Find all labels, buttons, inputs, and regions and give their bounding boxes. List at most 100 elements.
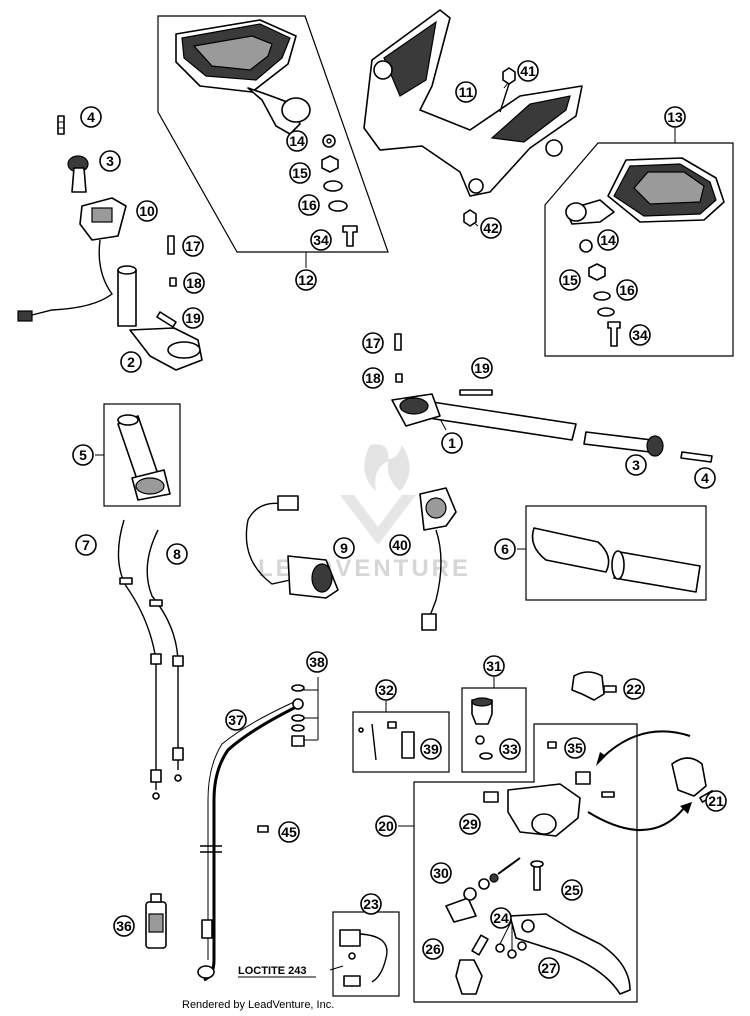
callout-39: 39 <box>420 738 442 760</box>
fittings-38 <box>291 684 305 747</box>
rotate-arrows <box>587 730 692 832</box>
callout-5-label: 5 <box>79 447 87 463</box>
callout-18a-label: 18 <box>186 275 202 291</box>
callout-1-label: 1 <box>448 435 456 451</box>
callout-33-label: 33 <box>502 741 518 757</box>
callout-32: 32 <box>375 679 397 701</box>
callout-36-label: 36 <box>116 918 132 934</box>
piston-kit-30 <box>445 857 521 923</box>
screw-17-right <box>394 333 402 351</box>
callout-4b: 4 <box>694 467 716 489</box>
callout-2: 2 <box>120 351 142 373</box>
callout-26: 26 <box>422 938 444 960</box>
callout-16a: 16 <box>298 194 320 216</box>
callout-16b: 16 <box>616 279 638 301</box>
credit-text: Rendered by LeadVenture, Inc. <box>182 999 334 1011</box>
callout-35: 35 <box>564 737 586 759</box>
grip-5 <box>117 414 171 501</box>
nut-18-left <box>169 277 177 287</box>
callout-17a: 17 <box>182 235 204 257</box>
callout-2-label: 2 <box>127 354 135 370</box>
group-20-frame <box>413 723 638 1003</box>
callout-42: 42 <box>480 217 502 239</box>
callout-6-label: 6 <box>501 541 509 557</box>
callout-17a-label: 17 <box>185 238 201 254</box>
callout-15a: 15 <box>289 162 311 184</box>
callout-37-label: 37 <box>228 712 244 728</box>
callout-41-label: 41 <box>520 63 536 79</box>
washer-16a <box>323 180 348 212</box>
callout-31: 31 <box>483 655 505 677</box>
screw-19-right <box>459 389 493 396</box>
callout-22: 22 <box>623 678 645 700</box>
switch-10 <box>17 197 127 322</box>
callout-35-label: 35 <box>567 740 583 756</box>
callout-15a-label: 15 <box>292 165 308 181</box>
group-6-frame <box>525 505 707 601</box>
nut-41 <box>499 67 516 113</box>
callout-14b-label: 14 <box>600 232 616 248</box>
loctite-note: LOCTITE 243 <box>238 965 306 977</box>
callout-34a-label: 34 <box>313 232 329 248</box>
callout-34a: 34 <box>310 229 332 251</box>
switch-23 <box>339 929 388 987</box>
callout-17b-label: 17 <box>365 335 381 351</box>
bar-end-3-left <box>67 155 89 193</box>
callout-36: 36 <box>113 915 135 937</box>
callout-20: 20 <box>375 815 397 837</box>
callout-7: 7 <box>75 534 97 556</box>
clamp-22 <box>571 671 617 701</box>
parts-26 <box>455 934 489 995</box>
callout-14a-label: 14 <box>289 133 305 149</box>
callout-45-label: 45 <box>281 824 297 840</box>
switch-9 <box>245 495 339 599</box>
nut-18-right <box>395 373 403 383</box>
nut-15b <box>588 263 606 281</box>
callout-10-label: 10 <box>139 203 155 219</box>
callout-18a: 18 <box>183 272 205 294</box>
callout-11: 11 <box>455 81 477 103</box>
callout-3b-label: 3 <box>632 457 640 473</box>
callout-3a-label: 3 <box>106 153 114 169</box>
callout-4a: 4 <box>80 106 102 128</box>
washer-14b <box>579 239 593 253</box>
callout-16b-label: 16 <box>619 282 635 298</box>
cable-7 <box>117 519 162 800</box>
parts-24 <box>495 941 527 959</box>
group-32-frame <box>352 711 450 773</box>
callout-13: 13 <box>664 106 686 128</box>
callout-19a: 19 <box>182 307 204 329</box>
screw-4-left <box>57 115 65 135</box>
handlebar-1 <box>391 393 577 441</box>
callout-20-label: 20 <box>378 818 394 834</box>
lever-27 <box>509 913 631 995</box>
callout-40-label: 40 <box>392 537 408 553</box>
screw-4-right <box>680 451 713 463</box>
clip-45 <box>257 825 269 833</box>
group-13-frame <box>544 142 734 357</box>
cable-8 <box>146 529 184 782</box>
callout-19b: 19 <box>471 357 493 379</box>
callout-3a: 3 <box>99 150 121 172</box>
callout-30: 30 <box>430 862 452 884</box>
callout-9-label: 9 <box>340 540 348 556</box>
callout-5: 5 <box>72 444 94 466</box>
bolt-34b <box>607 321 621 347</box>
callout-13-label: 13 <box>667 109 683 125</box>
throttle-tube-2 <box>117 265 203 371</box>
callout-1: 1 <box>441 432 463 454</box>
callout-8-label: 8 <box>173 546 181 562</box>
bolt-25 <box>530 860 544 891</box>
callout-12-label: 12 <box>298 272 314 288</box>
callout-11-label: 11 <box>459 84 474 100</box>
parts-31-33 <box>471 697 493 760</box>
washer-16b <box>593 291 615 317</box>
callout-19b-label: 19 <box>474 360 490 376</box>
callout-26-label: 26 <box>425 941 441 957</box>
callout-38-label: 38 <box>309 654 325 670</box>
callout-41: 41 <box>517 60 539 82</box>
bolt-34a <box>342 225 358 247</box>
callout-15b-label: 15 <box>562 272 578 288</box>
parts-32-39 <box>358 721 415 761</box>
callout-18b-label: 18 <box>365 370 381 386</box>
